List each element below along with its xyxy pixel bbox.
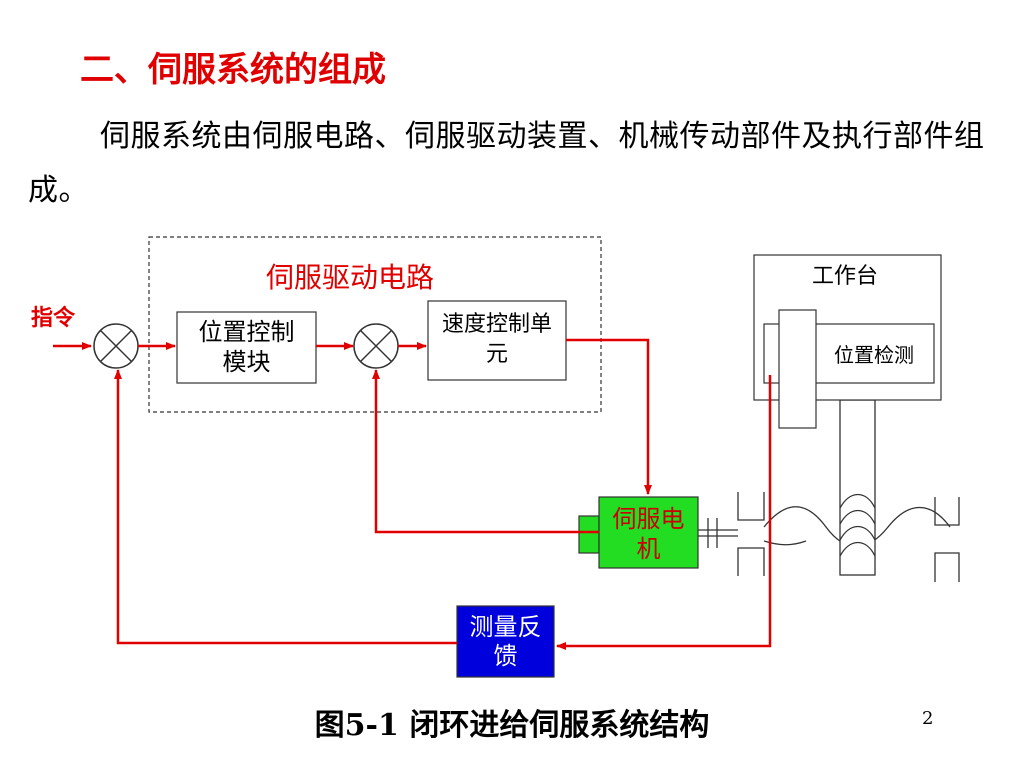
summing-junction-position <box>93 323 139 369</box>
figure-caption: 图5-1 闭环进给伺服系统结构 <box>314 708 710 743</box>
servo-motor-box <box>598 496 699 569</box>
speed-control-box <box>427 300 567 381</box>
end-bearing <box>934 497 960 582</box>
position-control-line1: 位置控制 <box>199 318 295 346</box>
speed-control-to-motor-arrow <box>566 338 652 495</box>
screw-nut-column <box>839 399 876 576</box>
position-control-box <box>176 311 317 384</box>
summing-junction-speed <box>353 323 399 369</box>
measurement-feedback-box <box>456 605 555 678</box>
servo-motor-line2: 机 <box>637 535 661 563</box>
speed-control-line1: 速度控制单 <box>442 312 552 337</box>
servo-motor-line1: 伺服电 <box>613 505 685 533</box>
position-control-line2: 模块 <box>223 348 271 376</box>
page-number: 2 <box>922 708 934 729</box>
measurement-feedback-line2: 馈 <box>494 642 518 670</box>
coupling-and-bearings <box>698 492 765 576</box>
position-to-feedback-arrow <box>556 375 772 650</box>
worktable-label: 工作台 <box>812 264 878 289</box>
slide-title: 二、伺服系统的组成 <box>80 50 386 90</box>
speed-feedback-arrow <box>372 369 599 534</box>
lead-screw-lower <box>763 540 807 546</box>
measurement-feedback-line1: 测量反 <box>470 613 542 641</box>
servo-motor-flange <box>578 515 600 554</box>
intro-paragraph: 伺服系统由伺服电路、伺服驱动装置、机械传动部件及执行部件组成。 <box>28 119 985 208</box>
position-feedback-arrow <box>114 369 457 645</box>
position-sensor-block <box>778 309 817 429</box>
drive-circuit-label: 伺服驱动电路 <box>266 261 434 294</box>
speed-control-line2: 元 <box>486 342 508 367</box>
drive-circuit-boundary <box>148 236 602 413</box>
position-detect-label: 位置检测 <box>834 343 914 367</box>
command-label: 指令 <box>31 305 76 331</box>
